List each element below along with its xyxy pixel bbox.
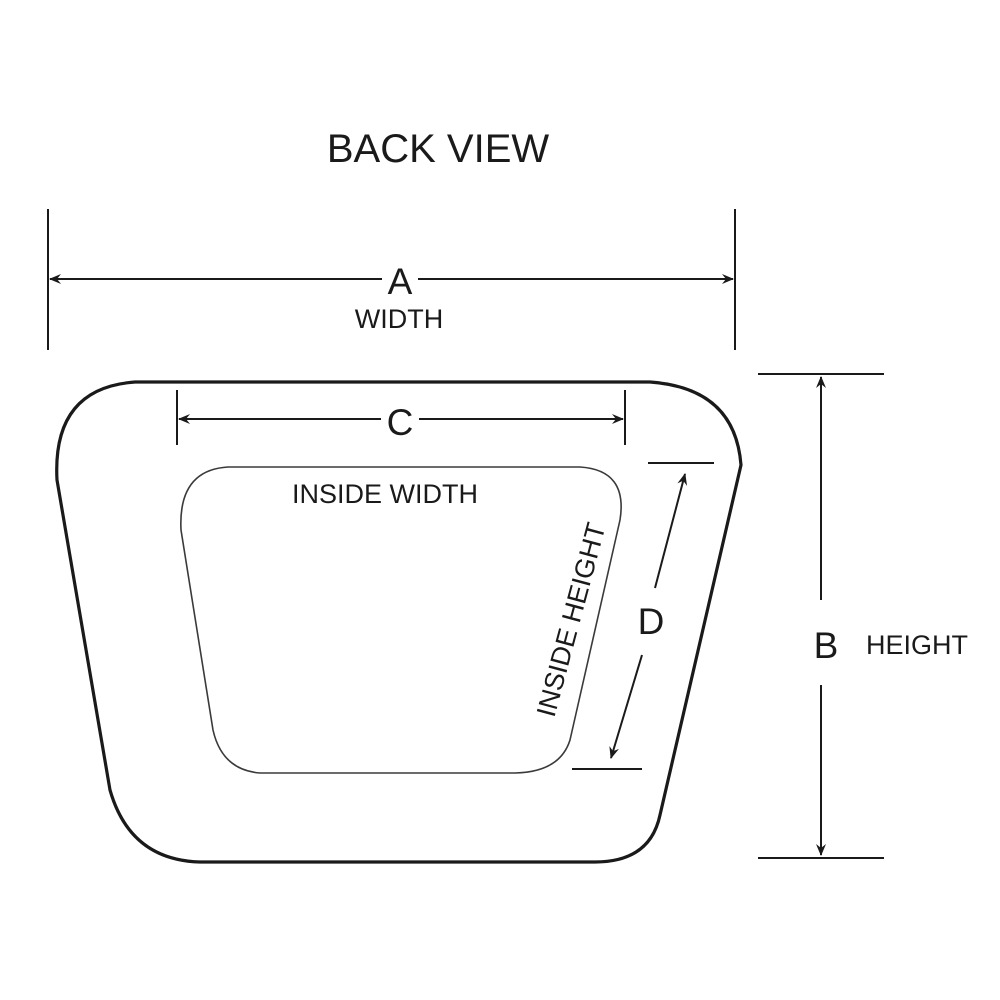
outer-outline [55,380,743,864]
dim-b-letter: B [814,625,839,666]
dim-c-caption: INSIDE WIDTH [292,479,478,509]
dim-d-arrow-down [609,654,643,759]
dim-b-caption: HEIGHT [866,630,968,660]
dim-c-letter: C [387,402,414,443]
dim-d-arrow-up [654,473,688,589]
dim-d-letter: D [638,601,665,642]
dim-a-letter: A [388,261,413,302]
dim-d-caption: INSIDE HEIGHT [531,519,612,719]
inner-outline [180,466,622,774]
dim-a-caption: WIDTH [355,304,443,334]
view-title: BACK VIEW [327,127,550,171]
